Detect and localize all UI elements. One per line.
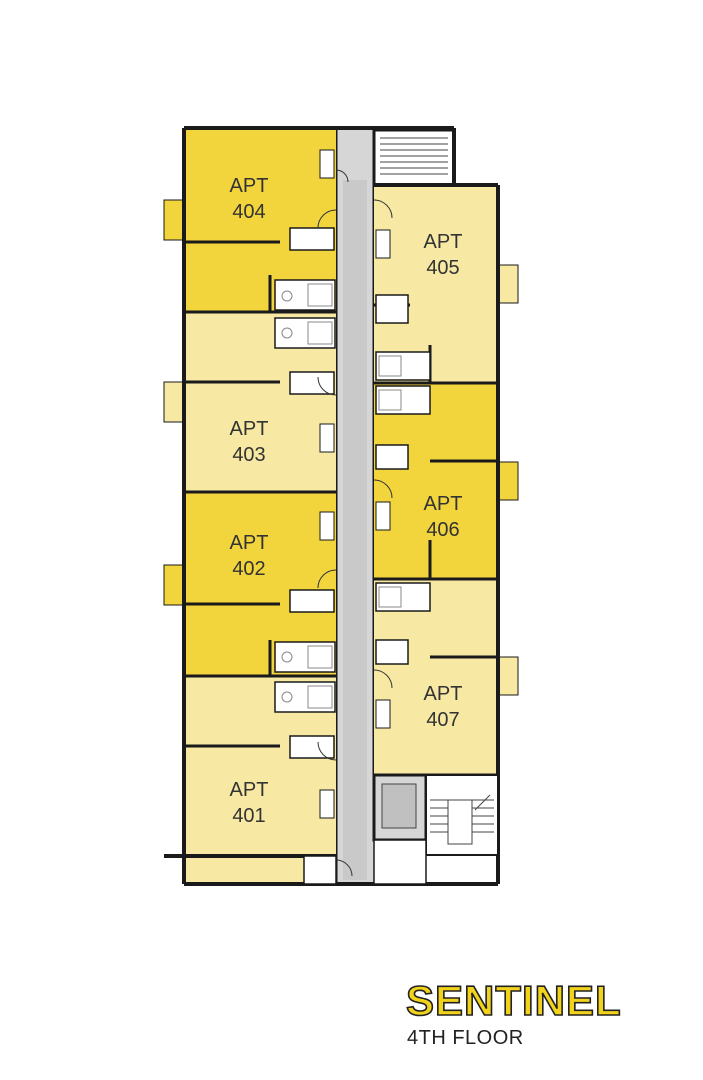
apt-406-unit (374, 383, 519, 579)
svg-text:407: 407 (426, 709, 459, 731)
corridor (334, 130, 376, 885)
door-icon (317, 169, 393, 877)
apt-404-label: APT 404 (230, 175, 269, 223)
utility-closet (303, 855, 337, 885)
svg-text:402: 402 (232, 558, 265, 580)
stairs-icon (372, 128, 456, 187)
exterior-walls (164, 126, 500, 886)
svg-text:APT: APT (424, 683, 463, 705)
svg-text:403: 403 (232, 444, 265, 466)
apt-402-label: APT 402 (230, 532, 269, 580)
svg-text:APT: APT (230, 532, 269, 554)
svg-text:405: 405 (426, 257, 459, 279)
stove-icon (319, 149, 391, 819)
svg-text:APT: APT (424, 493, 463, 515)
lobby-room (373, 839, 427, 885)
stairs-icon (425, 774, 499, 856)
floor-label: 4TH FLOOR (407, 1027, 524, 1049)
apt-401-label: APT 401 (230, 779, 269, 827)
svg-text:APT: APT (230, 779, 269, 801)
bathroom-fixtures (274, 227, 431, 759)
svg-text:401: 401 (232, 805, 265, 827)
apt-407-label: APT 407 (424, 683, 463, 731)
apt-403-unit (163, 312, 336, 492)
svg-text:APT: APT (424, 231, 463, 253)
brand-title: SENTINEL (405, 977, 622, 1024)
elevator-icon (372, 773, 428, 842)
apt-406-label: APT 406 (424, 493, 463, 541)
apt-404-unit (163, 130, 336, 312)
svg-text:406: 406 (426, 519, 459, 541)
svg-text:APT: APT (230, 175, 269, 197)
apt-403-label: APT 403 (230, 418, 269, 466)
svg-text:404: 404 (232, 201, 265, 223)
apt-402-unit (163, 492, 336, 676)
svg-text:APT: APT (230, 418, 269, 440)
apt-405-label: APT 405 (424, 231, 463, 279)
